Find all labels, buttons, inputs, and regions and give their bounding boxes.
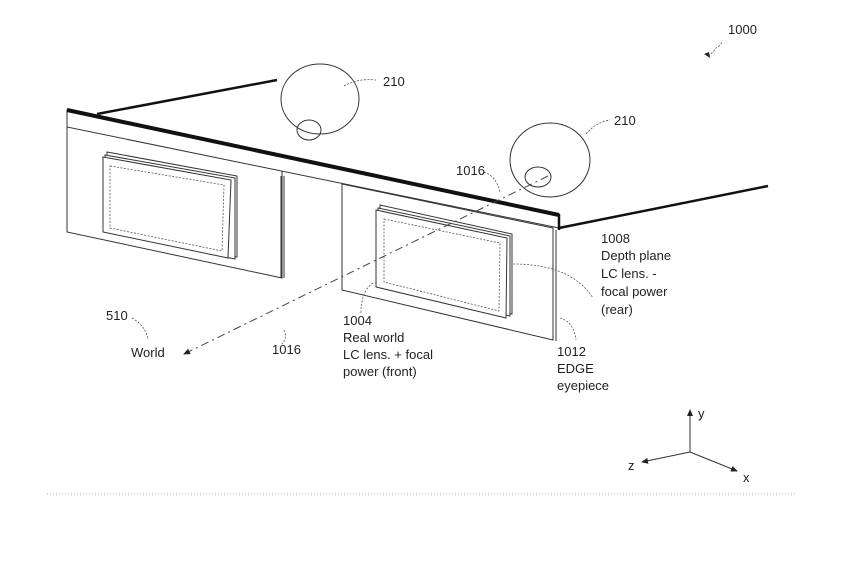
front-lens-line1: Real world <box>343 330 404 345</box>
eye-right <box>509 122 591 198</box>
rear-lens-line2: LC lens. - <box>601 266 657 281</box>
eyepiece-line1: EDGE <box>557 361 594 376</box>
eyepiece-ref: 1012 <box>557 344 586 359</box>
right-lens-stack <box>375 204 513 319</box>
z-axis-arrow <box>641 451 691 464</box>
leader-world <box>131 317 149 341</box>
frame-top-edge <box>66 108 560 217</box>
x-axis-label: x <box>743 470 750 485</box>
label-world-ref: 510 <box>106 308 128 323</box>
figure-leader <box>707 41 723 57</box>
leader-eye-left <box>343 79 377 87</box>
front-lens-line2: LC lens. + focal <box>343 347 433 362</box>
rear-lens-ref: 1008 <box>601 231 630 246</box>
eye-left <box>280 63 360 141</box>
coordinate-axes: y z x <box>628 406 750 485</box>
x-axis-arrow <box>689 451 738 472</box>
rear-lens-line3: focal power <box>601 284 668 299</box>
left-temple <box>96 78 278 116</box>
pupil-left <box>296 119 322 141</box>
y-axis-label: y <box>698 406 705 421</box>
label-eyepiece: 1012 EDGE eyepiece <box>557 344 609 393</box>
label-front-lens: 1004 Real world LC lens. + focal power (… <box>343 313 433 379</box>
figure-arrow <box>704 52 710 58</box>
front-lens-ref: 1004 <box>343 313 372 328</box>
eyepiece-line2: eyepiece <box>557 378 609 393</box>
rear-lens-line4: (rear) <box>601 302 633 317</box>
right-temple <box>558 184 769 230</box>
ray-1016 <box>183 175 549 355</box>
rear-lens-line1: Depth plane <box>601 248 671 263</box>
leader-1012 <box>559 317 577 341</box>
left-lens-stack <box>102 151 238 260</box>
leader-ray-top <box>483 171 501 193</box>
leader-1004 <box>360 282 374 314</box>
leader-1008 <box>512 263 594 299</box>
figure-number: 1000 <box>728 22 757 37</box>
label-eye-left: 210 <box>383 74 405 89</box>
label-rear-lens: 1008 Depth plane LC lens. - focal power … <box>601 231 671 317</box>
leader-eye-right <box>585 119 611 135</box>
label-ray-top: 1016 <box>456 163 485 178</box>
z-axis-label: z <box>628 458 635 473</box>
right-eyepiece-panel <box>341 183 557 341</box>
leader-ray-bottom <box>281 329 286 345</box>
front-lens-line3: power (front) <box>343 364 417 379</box>
label-world: World <box>131 345 165 360</box>
pupil-right <box>524 166 552 188</box>
label-ray-bottom: 1016 <box>272 342 301 357</box>
label-eye-right: 210 <box>614 113 636 128</box>
